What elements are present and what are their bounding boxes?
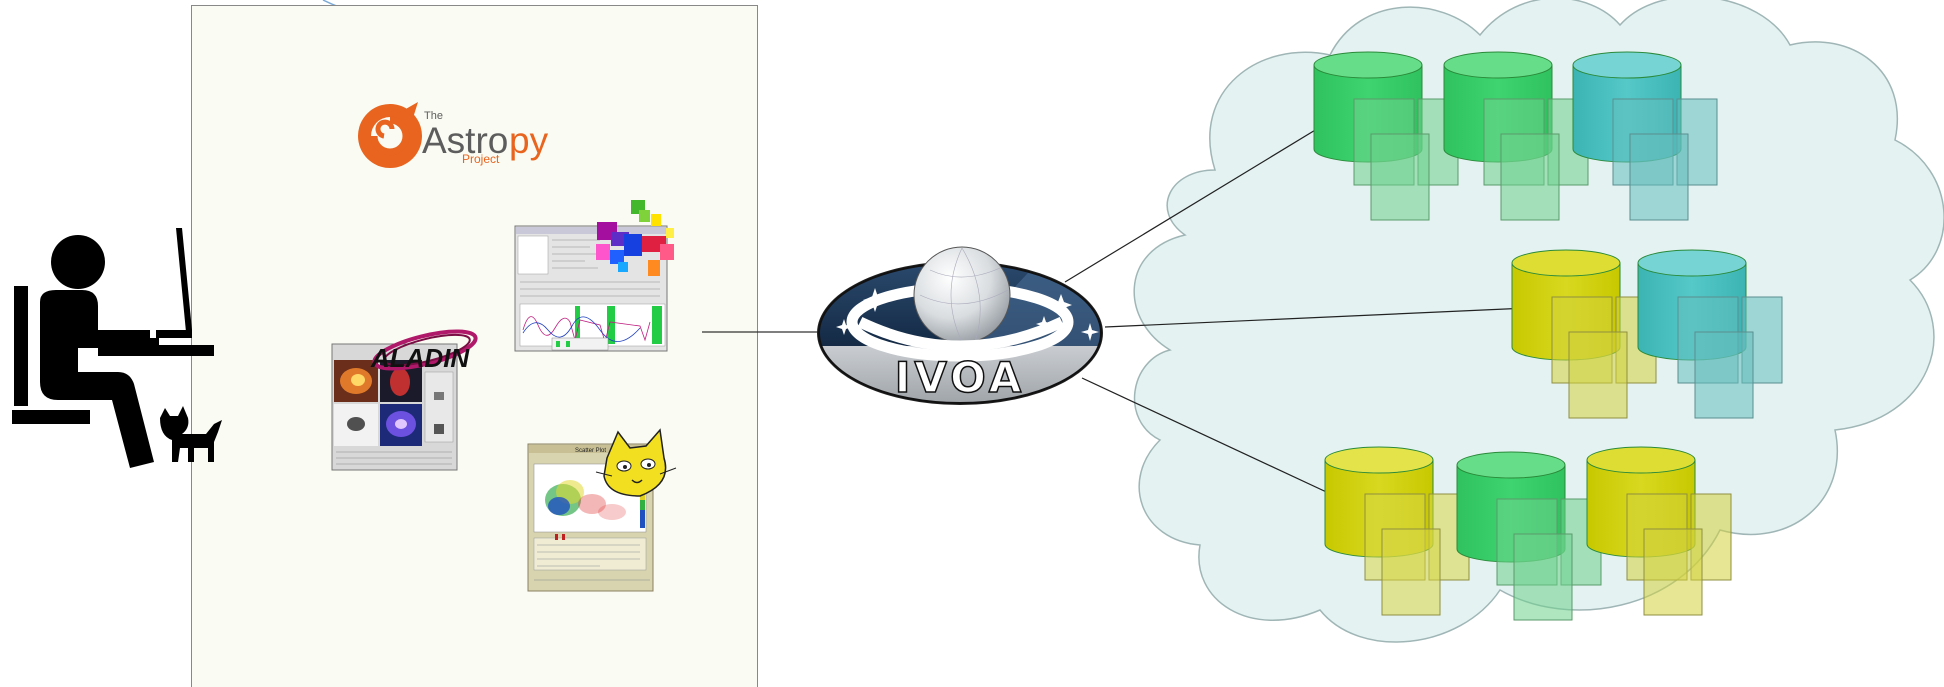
astropy-py: py (509, 120, 549, 161)
table-sheet (1568, 331, 1628, 419)
table-sheet (1513, 533, 1573, 621)
table-sheet (1370, 133, 1430, 221)
aladin-wordmark: ALADIN (370, 343, 470, 373)
ivoa-db-connectors (1064, 114, 1529, 504)
ivoa-wordmark: IVOA (895, 353, 1025, 402)
user-at-computer-icon (12, 228, 214, 468)
database-icon (1586, 446, 1732, 616)
astropy-the: The (424, 110, 443, 122)
database-group (1313, 51, 1783, 621)
aladin-screenshot: ALADIN (331, 329, 478, 471)
database-icon (1572, 51, 1718, 221)
spectral-app-screenshot (514, 200, 674, 352)
database-icon (1443, 51, 1589, 221)
topcat-screenshot: Scatter Plot (527, 428, 677, 592)
database-icon (1313, 51, 1459, 221)
astropy-project: Project (462, 152, 500, 166)
astropy-astro: Astro (422, 120, 508, 161)
table-sheet (1381, 528, 1441, 616)
table-sheet (1500, 133, 1560, 221)
table-sheet (1629, 133, 1689, 221)
astropy-logo: The Astro py Project (358, 102, 549, 168)
topcat-logo (595, 428, 677, 497)
table-sheet (1643, 528, 1703, 616)
client-panel (191, 5, 758, 687)
table-sheet (1694, 331, 1754, 419)
database-icon (1324, 446, 1470, 616)
topcat-window-title: Scatter Plot (575, 448, 606, 454)
database-icon (1456, 451, 1602, 621)
cat-icon (160, 406, 222, 462)
database-icon (1637, 249, 1783, 419)
database-icon (1511, 249, 1657, 419)
ivoa-logo: IVOA (817, 246, 1103, 405)
